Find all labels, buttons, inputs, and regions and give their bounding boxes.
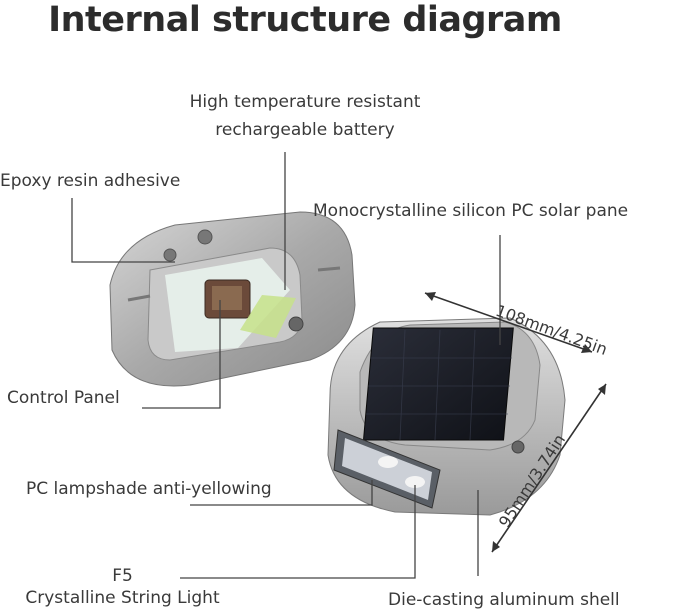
screw-hole-icon [511,440,525,454]
solar-label: Monocrystalline silicon PC solar pane [313,201,629,221]
epoxy-label: Epoxy resin adhesive [0,171,181,191]
control-leader [142,300,221,409]
open-base-unit [109,211,356,387]
light-label: F5 Crystalline String Light [25,566,220,608]
light-leader [180,485,416,579]
battery-label: High temperature resistant rechargeable … [189,92,421,140]
solar-panel [362,327,514,441]
lampshade-label: PC lampshade anti-yellowing [26,479,272,499]
length-dimension-arrow [424,292,593,353]
control-label: Control Panel [7,388,120,408]
screw-hole-icon [288,316,304,332]
shell-label: Die-casting aluminum shell [388,590,620,610]
screw-hole-icon [197,229,213,245]
diagram-title: Internal structure diagram [48,0,562,40]
lampshade-leader [190,480,373,506]
assembled-light-unit [327,317,566,516]
screw-hole-icon [163,248,177,262]
epoxy-leader [71,198,175,263]
width-dimension-arrow [491,383,607,553]
